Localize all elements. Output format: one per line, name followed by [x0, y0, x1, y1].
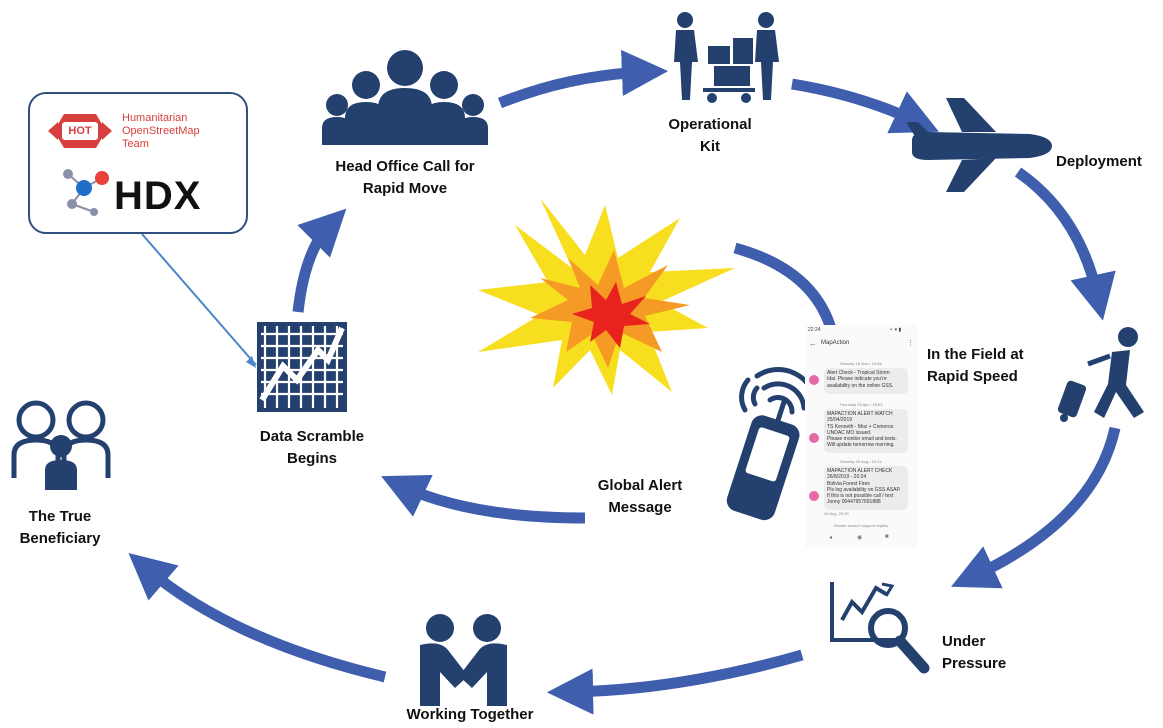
connector-logos-to-chart: [141, 233, 257, 366]
hot-name-line-1: Humanitarian: [122, 112, 188, 124]
message-2-line-1: MAPACTION ALERT WATCH: [827, 411, 893, 417]
label-under-pressure-line-1: Under: [942, 633, 986, 650]
label-operational-kit-line-2: Kit: [700, 138, 720, 155]
label-global-alert-line-1: Global Alert: [597, 477, 683, 494]
hot-badge-text: HOT: [68, 125, 92, 137]
traveler-running-icon: [1057, 327, 1144, 422]
partner-logos-panel: HOT Humanitarian OpenStreetMap Team HDX: [28, 92, 248, 234]
message-2-line-6: Will update tomorrow morning.: [827, 442, 895, 449]
arrow-field-to-pressure: [951, 426, 1121, 589]
arrow-kit-to-deployment: [791, 78, 939, 134]
family-icon: [11, 400, 111, 490]
arrow-alert-to-scramble: [381, 474, 586, 524]
message-3-line-3: Bolivia Forest Fires: [827, 480, 870, 487]
message-3-line-4: Pls log availability on GSS ASAP.: [827, 486, 901, 493]
arrow-scramble-to-head-office: [292, 208, 347, 313]
line-chart-icon: [257, 322, 347, 412]
message-2-line-3: TS Kenneth - Moz + Comoros.: [827, 423, 895, 430]
message-1-line-1: Alert Check - Tropical Storm: [827, 370, 890, 376]
overflow-menu-icon[interactable]: ⋮: [907, 340, 914, 347]
arrow-burst-to-phone: [733, 242, 838, 334]
message-3-line-5: If this is not possible call / text: [827, 493, 894, 500]
label-under-pressure: Under Pressure: [942, 631, 1006, 675]
label-data-scramble: Data Scramble Begins: [232, 426, 392, 470]
label-in-the-field-line-2: Rapid Speed: [927, 368, 1018, 385]
hdx-wordmark: HDX: [114, 174, 202, 218]
sender-avatar: [809, 491, 819, 501]
message-1-line-2: Idai. Please indicate you're: [827, 376, 887, 383]
hdx-network-icon: [63, 169, 109, 216]
label-head-office: Head Office Call for Rapid Move: [300, 156, 510, 200]
status-icons: ⚬ ▾ ▮: [889, 327, 902, 333]
label-deployment-line-1: Deployment: [1056, 153, 1142, 170]
label-head-office-line-2: Rapid Move: [362, 180, 448, 197]
label-deployment: Deployment: [1056, 151, 1142, 173]
label-working-together: Working Together: [375, 704, 565, 726]
hot-name-line-2: OpenStreetMap: [122, 125, 200, 137]
day-separator-1: Monday 18 Mar • 19:26: [840, 361, 882, 366]
label-global-alert: Global Alert Message: [575, 475, 705, 519]
day-separator-2: Thursday 25 Apr • 18:53: [839, 402, 883, 407]
label-in-the-field: In the Field at Rapid Speed: [927, 344, 1024, 388]
message-2-line-4: UNDAC MO issued.: [827, 429, 872, 436]
nav-back-icon[interactable]: ◂: [829, 535, 833, 541]
conversation-title: MapAction: [821, 340, 850, 346]
message-3-line-6: Jonny 00447957691888: [827, 499, 881, 506]
crowd-icon: [322, 50, 488, 145]
arrow-working-to-beneficiary: [128, 552, 387, 683]
label-in-the-field-line-1: In the Field at: [927, 346, 1024, 363]
label-true-beneficiary-line-1: The True: [28, 508, 92, 525]
handshake-icon: [420, 614, 507, 706]
label-data-scramble-line-1: Data Scramble: [259, 428, 365, 445]
hot-logo-icon: [48, 114, 112, 148]
label-head-office-line-1: Head Office Call for: [335, 158, 475, 175]
sms-screenshot: 22:24 ⚬ ▾ ▮ ← MapAction ⋮ Monday 18 Mar …: [805, 325, 917, 547]
status-bar-time: 22:24: [808, 327, 821, 333]
label-data-scramble-line-2: Begins: [286, 450, 337, 467]
connector-arrowhead: [246, 356, 256, 368]
mobile-phone-signal-icon: [726, 367, 819, 521]
hot-name-line-3: Team: [122, 138, 149, 150]
label-operational-kit-line-1: Operational: [668, 116, 752, 133]
message-bubble-2: MAPACTION ALERT WATCH 25/04/2019 TS Kenn…: [824, 409, 908, 453]
delivery-people-icon: [674, 12, 779, 103]
message-timestamp: 26 Aug, 20:29: [824, 511, 849, 516]
label-operational-kit: Operational Kit: [650, 114, 770, 158]
label-true-beneficiary-line-2: Beneficiary: [19, 530, 101, 547]
message-3-line-1: MAPACTION ALERT CHECK: [827, 468, 893, 474]
back-arrow-icon[interactable]: ←: [809, 339, 817, 348]
label-true-beneficiary: The True Beneficiary: [5, 506, 115, 550]
sender-avatar: [809, 375, 819, 385]
airplane-icon: [906, 98, 1052, 192]
day-separator-3: Monday 26 Aug • 20:24: [840, 459, 882, 464]
message-2-line-2: 25/04/2019: [827, 417, 853, 424]
message-3-line-2: 26/8/2019 - 20:24: [827, 474, 867, 481]
magnifier-chart-icon: [830, 582, 930, 674]
nav-home-icon[interactable]: ◉: [857, 535, 863, 541]
nav-recents-icon[interactable]: ■: [885, 534, 889, 540]
explosion-burst-icon: [478, 198, 735, 395]
label-global-alert-line-2: Message: [608, 499, 672, 516]
message-bubble-1: Alert Check - Tropical Storm Idai. Pleas…: [824, 368, 908, 394]
arrow-pressure-to-working: [546, 649, 804, 715]
arrow-head-office-to-kit: [497, 49, 669, 109]
arrow-deployment-to-field: [1014, 167, 1116, 321]
message-1-line-3: availability on the online GSS.: [827, 382, 894, 389]
sender-avatar: [809, 433, 819, 443]
message-2-line-5: Please monitor email and texts.: [827, 436, 897, 443]
message-bubble-3: MAPACTION ALERT CHECK 26/8/2019 - 20:24 …: [824, 466, 908, 510]
reply-notice: Sender doesn't support replies: [833, 523, 889, 528]
label-under-pressure-line-2: Pressure: [942, 655, 1007, 672]
label-working-together-line-1: Working Together: [406, 706, 534, 723]
